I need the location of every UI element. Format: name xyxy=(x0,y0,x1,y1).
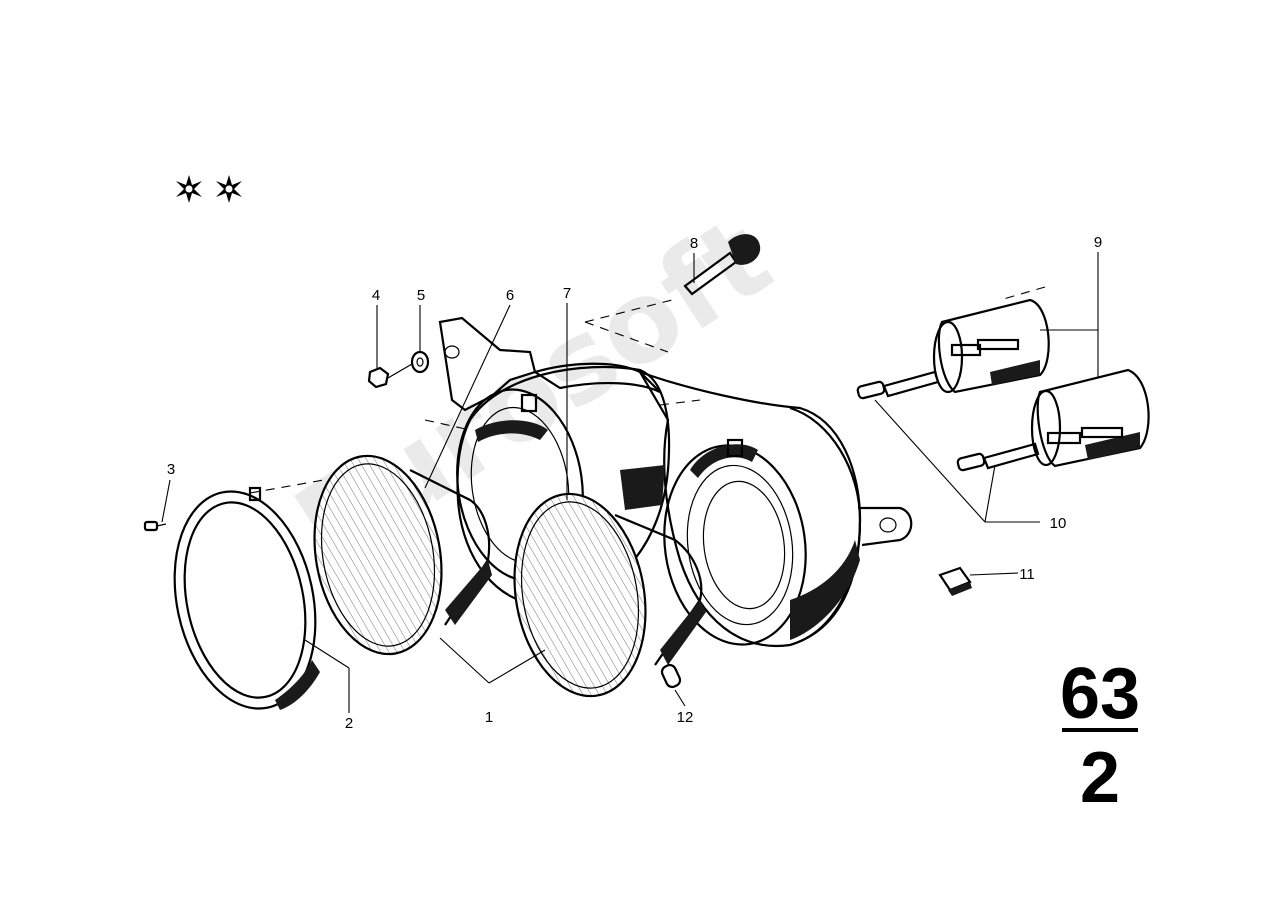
callout-8: 8 xyxy=(690,235,698,252)
leader-lines xyxy=(161,252,1099,713)
assembly-dashed-lines xyxy=(249,286,1046,494)
callout-labels: 1 2 3 4 5 6 7 8 9 10 11 12 xyxy=(167,234,1102,732)
group-number-block: 63 2 xyxy=(1060,654,1140,818)
callout-9: 9 xyxy=(1094,234,1102,251)
callout-2: 2 xyxy=(345,715,353,732)
callout-12: 12 xyxy=(677,709,694,726)
fraction-bar xyxy=(1062,728,1138,732)
callout-10: 10 xyxy=(1050,515,1067,532)
nut-part-4 xyxy=(367,363,413,389)
screw-part-3 xyxy=(143,520,167,532)
double-star-symbol xyxy=(176,175,242,203)
callout-11: 11 xyxy=(1019,566,1035,583)
parking-bulb-part-11 xyxy=(938,566,972,596)
callout-7: 7 xyxy=(563,285,571,302)
callout-6: 6 xyxy=(506,287,514,304)
callout-1: 1 xyxy=(485,709,493,726)
washer-part-5 xyxy=(410,350,430,374)
group-number: 63 xyxy=(1060,654,1140,734)
sealed-beam-left xyxy=(313,454,492,656)
bulb-socket-upper xyxy=(932,298,1050,394)
star-icon xyxy=(216,175,242,203)
callout-3: 3 xyxy=(167,461,175,478)
bulb-part-12 xyxy=(660,663,682,689)
bulb-socket-lower xyxy=(1030,368,1150,468)
headlight-housing xyxy=(438,316,913,648)
callout-4: 4 xyxy=(372,287,380,304)
adjusting-screw-part-8 xyxy=(683,234,761,296)
star-icon xyxy=(176,175,202,203)
sealed-beam-right xyxy=(513,492,706,698)
trim-ring xyxy=(173,486,320,710)
halogen-bulb-lower xyxy=(956,442,1040,472)
subgroup-number: 2 xyxy=(1080,738,1120,818)
halogen-bulb-upper xyxy=(856,370,940,400)
callout-5: 5 xyxy=(417,287,425,304)
